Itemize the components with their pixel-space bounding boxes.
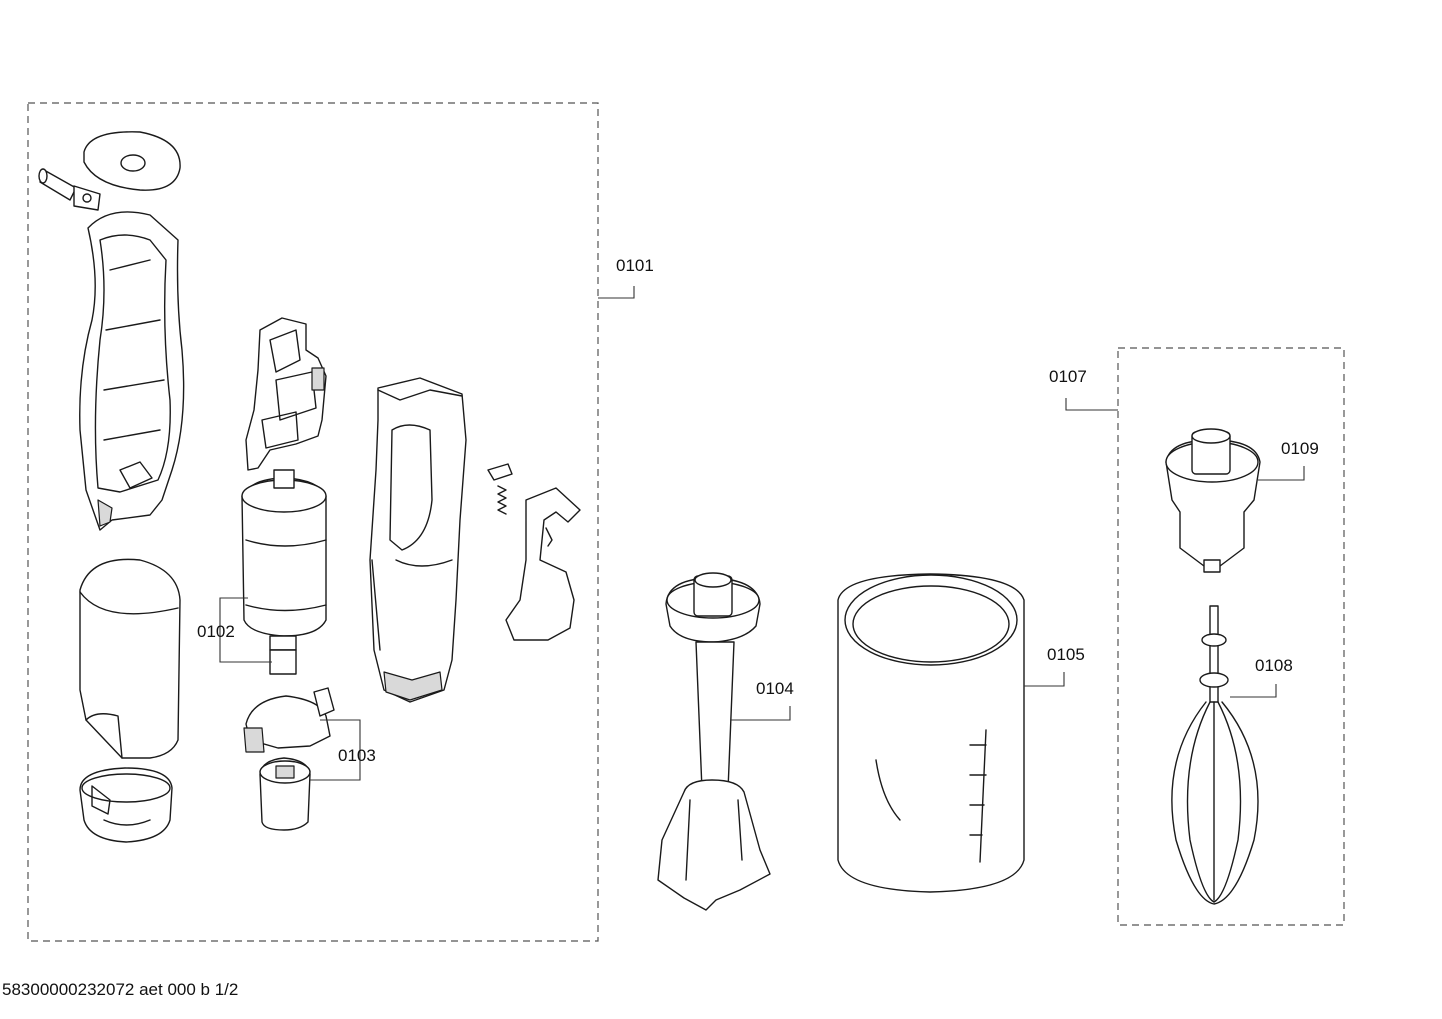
main-handle-body bbox=[369, 377, 467, 703]
group-box-0101 bbox=[27, 102, 599, 942]
whisk-gearbox bbox=[1165, 428, 1261, 573]
motor bbox=[241, 469, 327, 675]
blender-foot bbox=[657, 572, 771, 911]
label-0105: 0105 bbox=[1047, 645, 1085, 664]
coupling-clip bbox=[243, 687, 335, 753]
leader-0108 bbox=[1230, 684, 1277, 698]
leader-0103 bbox=[310, 719, 361, 781]
spring-clip bbox=[487, 463, 513, 515]
leader-0102 bbox=[219, 597, 272, 663]
label-0103: 0103 bbox=[338, 746, 376, 765]
label-0108: 0108 bbox=[1255, 656, 1293, 675]
label-0102: 0102 bbox=[197, 622, 235, 641]
label-0109: 0109 bbox=[1281, 439, 1319, 458]
measuring-beaker bbox=[837, 573, 1025, 893]
top-lid-disc bbox=[83, 131, 181, 191]
document-footer-code: 58300000232072 aet 000 b 1/2 bbox=[2, 980, 239, 999]
cable-sleeve bbox=[38, 168, 101, 211]
leader-0104 bbox=[730, 706, 791, 721]
leader-0107 bbox=[1065, 398, 1118, 411]
switch-button bbox=[505, 487, 581, 641]
switch-frame bbox=[245, 317, 327, 471]
leader-0101 bbox=[598, 286, 635, 299]
coupling-sleeve bbox=[259, 757, 311, 831]
label-0104: 0104 bbox=[756, 679, 794, 698]
label-0101: 0101 bbox=[616, 256, 654, 275]
label-0107: 0107 bbox=[1049, 367, 1087, 386]
front-cover bbox=[79, 558, 181, 759]
rear-housing-shell bbox=[79, 211, 185, 531]
leader-0105 bbox=[1024, 672, 1065, 687]
whisk bbox=[1171, 605, 1259, 905]
leader-0109 bbox=[1258, 466, 1305, 481]
group-box-0107 bbox=[1117, 347, 1345, 926]
bottom-coupling-ring bbox=[79, 767, 173, 843]
